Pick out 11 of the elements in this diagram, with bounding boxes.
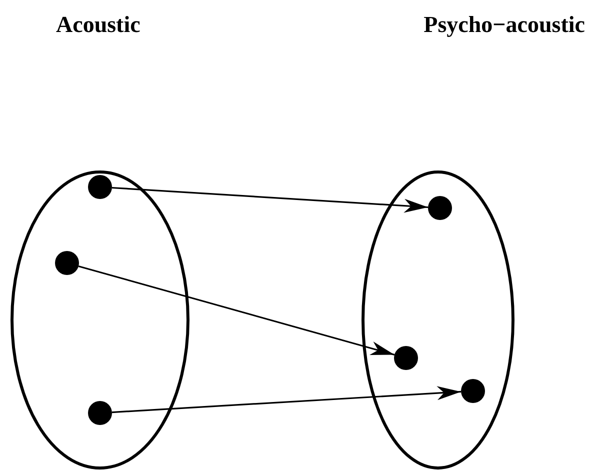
dot xyxy=(88,175,112,199)
arrow xyxy=(78,265,395,356)
dot xyxy=(55,251,79,275)
set-heading: Psycho−acoustic xyxy=(424,12,585,38)
dot xyxy=(461,379,485,403)
dot xyxy=(394,346,418,370)
dot xyxy=(428,196,452,220)
arrow xyxy=(112,186,428,213)
dot xyxy=(88,401,112,425)
arrow xyxy=(112,386,462,414)
set-heading: Acoustic xyxy=(56,12,140,38)
